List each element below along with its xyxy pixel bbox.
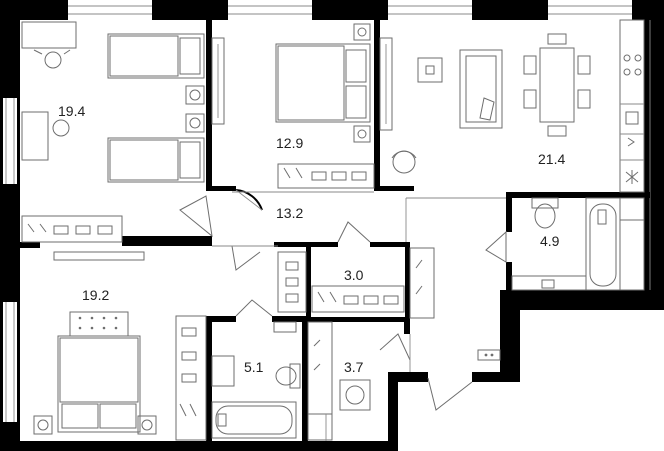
bathroom-right: 4.9 xyxy=(511,197,645,291)
wardrobe: 3.0 xyxy=(277,247,435,319)
room-area-label: 13.2 xyxy=(276,205,303,221)
room-area-label: 19.2 xyxy=(82,287,109,303)
hallway: 13.2 xyxy=(276,205,303,221)
bathroom-small: 5.1 xyxy=(211,321,301,439)
room-area-label: 19.4 xyxy=(58,103,85,119)
interior-walls xyxy=(20,20,650,441)
electrical-panel xyxy=(477,349,501,361)
bedroom-left: 19.4 xyxy=(21,21,205,243)
room-area-label: 5.1 xyxy=(244,359,264,375)
room-area-label: 3.7 xyxy=(344,359,364,375)
room-area-label: 4.9 xyxy=(540,233,560,249)
doors xyxy=(179,189,507,411)
room-area-label: 21.4 xyxy=(538,151,565,167)
room-area-label: 12.9 xyxy=(276,135,303,151)
master-bedroom: 19.2 xyxy=(33,251,207,441)
kitchen-living: 21.4 xyxy=(379,19,645,193)
room-area-label: 3.0 xyxy=(344,267,364,283)
partition-lines xyxy=(212,191,506,441)
bedroom-center: 12.9 xyxy=(211,23,375,189)
laundry: 3.7 xyxy=(307,321,371,441)
